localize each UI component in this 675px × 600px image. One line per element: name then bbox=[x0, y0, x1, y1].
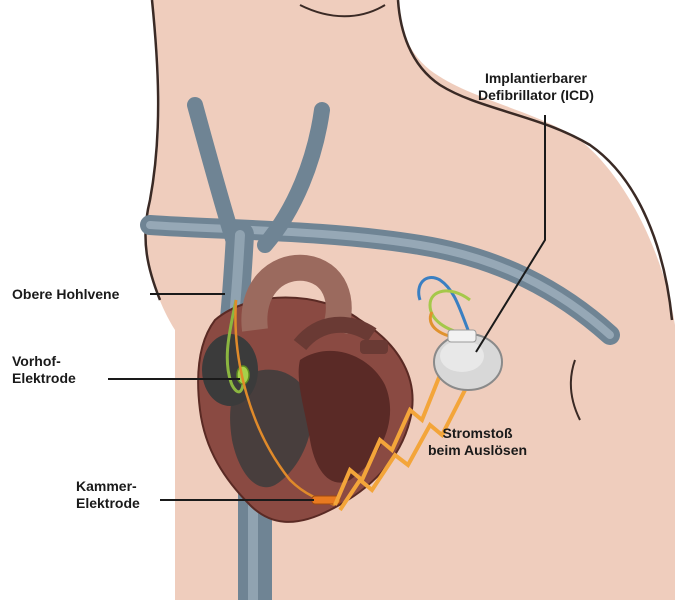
neck-outline-right bbox=[396, 0, 674, 321]
atrial-lead-label: Vorhof- Elektrode bbox=[12, 353, 76, 387]
shock-label-line2: beim Auslösen bbox=[428, 442, 528, 458]
shock-label: Stromstoß beim Auslösen bbox=[428, 425, 527, 459]
vena-cava-label-line1: Obere Hohlvene bbox=[12, 286, 120, 302]
icd-lead-blue bbox=[417, 276, 472, 336]
ventricular-lead-label: Kammer- Elektrode bbox=[76, 478, 140, 512]
icd-lead-green bbox=[428, 289, 471, 337]
icd-label-line1: Implantierbarer bbox=[484, 70, 587, 86]
shock-bolt-2 bbox=[338, 389, 467, 512]
shock-label-line1: Stromstoß bbox=[442, 425, 513, 441]
right-atrium bbox=[202, 334, 258, 406]
pulmonary-branch bbox=[360, 340, 388, 354]
ventricular-lead-label-line2: Elektrode bbox=[76, 495, 140, 511]
icd-label: Implantierbarer Defibrillator (ICD) bbox=[478, 70, 594, 104]
atrial-lead-label-line1: Vorhof- bbox=[12, 353, 61, 369]
shock-bolt-1 bbox=[333, 374, 442, 506]
leader-line-icd bbox=[475, 115, 546, 353]
left-ventricle-cavity bbox=[298, 350, 391, 483]
ventricular-lead-label-line1: Kammer- bbox=[76, 478, 137, 494]
aorta bbox=[241, 254, 352, 335]
neck-outline-left bbox=[144, 0, 162, 301]
armpit-line bbox=[569, 359, 581, 421]
collarbone-line bbox=[299, 4, 386, 18]
right-ventricle-cavity bbox=[230, 369, 312, 488]
pulmonary-artery bbox=[293, 316, 377, 351]
icd-header bbox=[447, 329, 477, 343]
vena-cava-label: Obere Hohlvene bbox=[12, 286, 119, 303]
jugular-vein-right bbox=[257, 102, 330, 253]
atrial-lead-wire bbox=[225, 299, 245, 394]
atrial-lead-label-line2: Elektrode bbox=[12, 370, 76, 386]
icd-label-line2: Defibrillator (ICD) bbox=[478, 87, 594, 103]
